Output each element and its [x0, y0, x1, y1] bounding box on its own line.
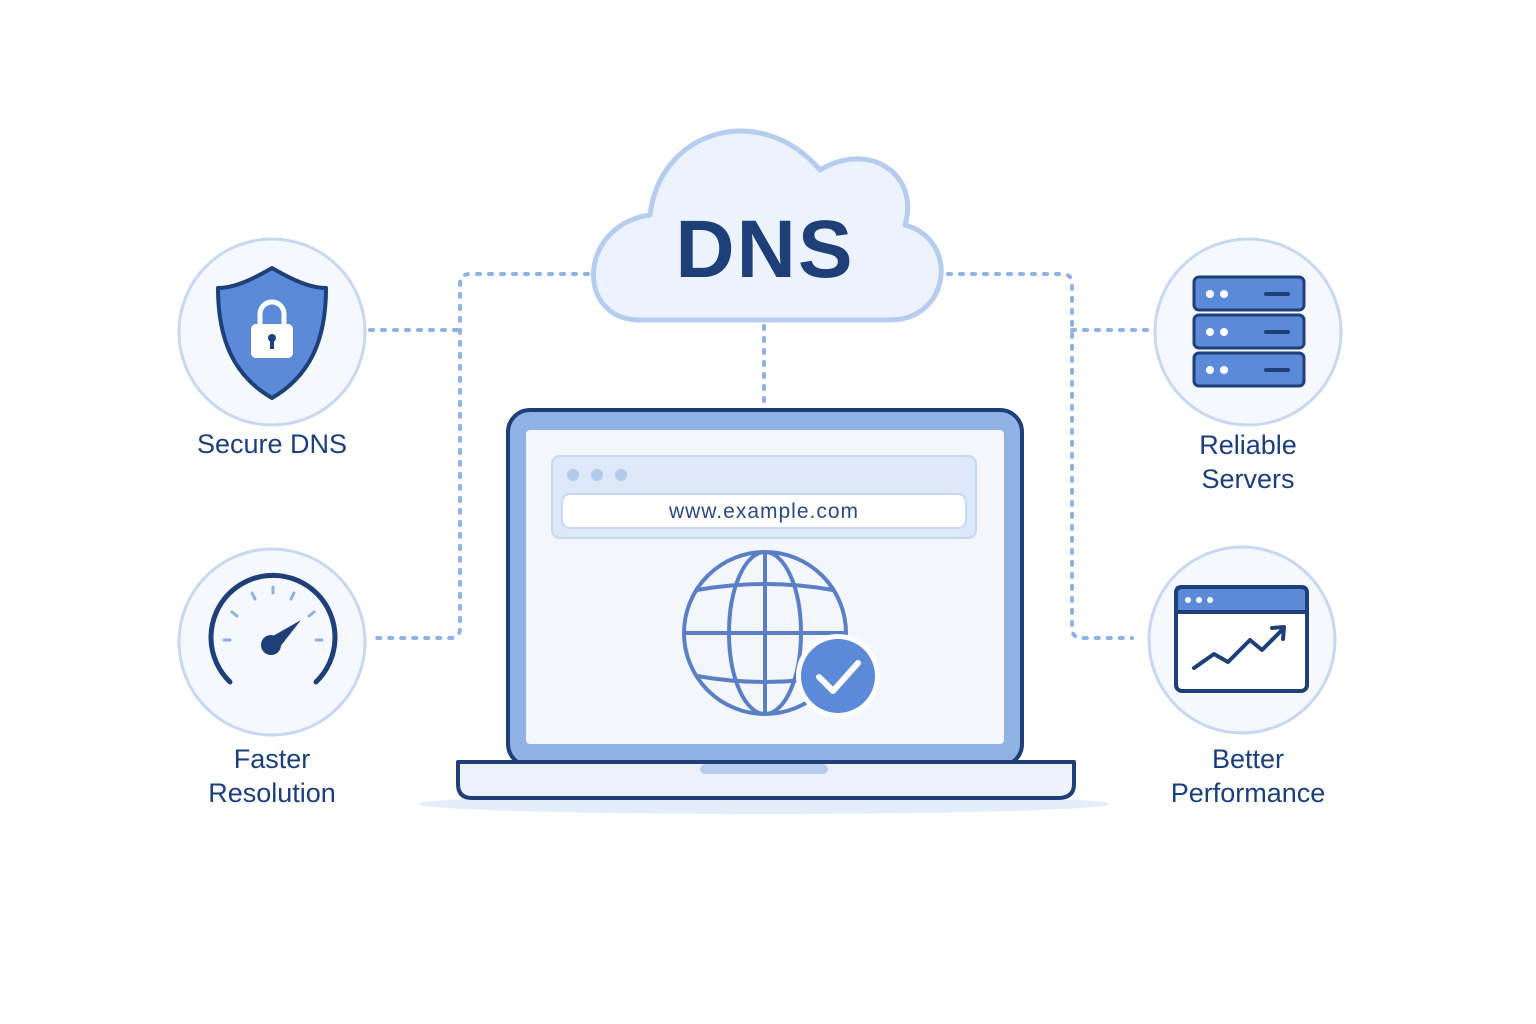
browser-dot-2 [591, 469, 603, 481]
feature-label-better-performance: Better Performance [1170, 744, 1326, 808]
laptop-base [456, 760, 1076, 800]
shield-lock-icon [216, 266, 328, 400]
feature-label-faster-resolution: Faster Resolution [208, 744, 336, 808]
cloud-label: DNS [675, 204, 855, 295]
feature-label-secure-dns: Secure DNS [196, 429, 348, 459]
speedometer-icon [208, 572, 338, 685]
cloud-icon [591, 128, 944, 323]
browser-url: www.example.com [668, 500, 860, 523]
connector-lines [368, 272, 1152, 640]
browser-dot-1 [567, 469, 579, 481]
connector-cloud-right [946, 272, 1134, 640]
laptop-icon [419, 408, 1109, 814]
connector-cloud-left [368, 272, 590, 640]
performance-chart-icon [1174, 585, 1309, 693]
check-badge-icon [796, 634, 880, 718]
address-bar [561, 493, 967, 529]
laptop-notch [700, 764, 828, 774]
browser-dot-3 [615, 469, 627, 481]
feature-label-reliable-servers: Reliable Servers [1199, 430, 1297, 494]
server-stack-icon [1192, 275, 1306, 388]
